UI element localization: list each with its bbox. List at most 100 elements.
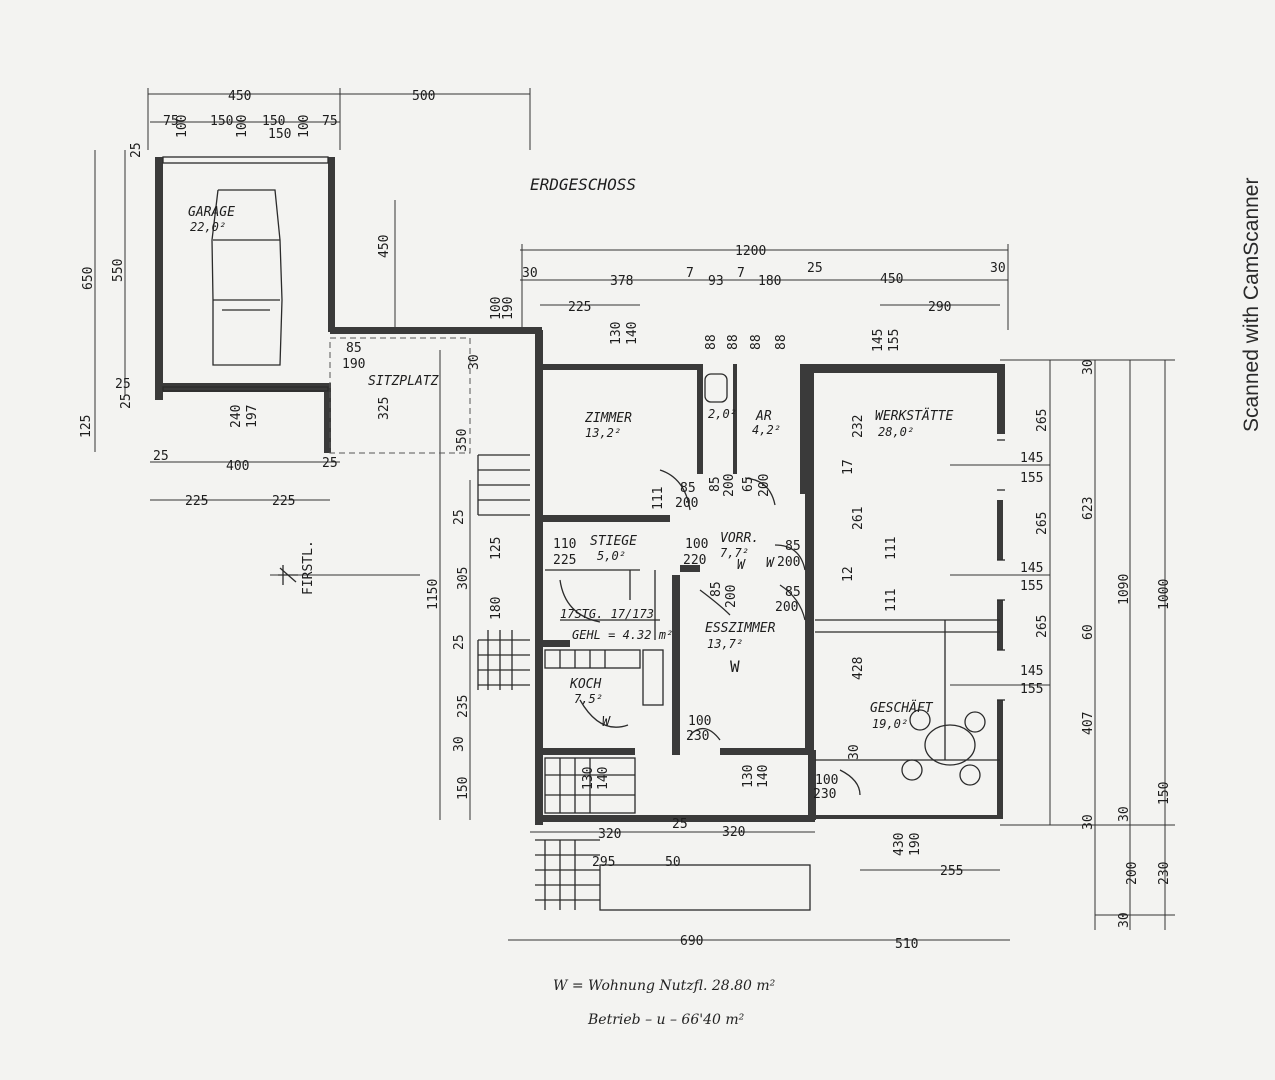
- room-stiege-name: STIEGE: [590, 534, 637, 549]
- room-vorr-name: VORR.: [720, 531, 759, 546]
- dim-label: 230: [686, 729, 709, 744]
- dim-label: 7: [737, 266, 745, 281]
- dim-label: 111: [884, 589, 899, 612]
- dim-label: 25: [807, 261, 823, 276]
- room-geschaeft-area: 19,0²: [872, 717, 908, 731]
- dim-label: 200: [724, 585, 739, 608]
- dim-label: 200: [722, 474, 737, 497]
- dim-label: 265: [1035, 615, 1050, 638]
- dim-label: 150: [262, 114, 285, 129]
- dim-label: 225: [185, 494, 208, 509]
- dim-label: 25: [153, 449, 169, 464]
- dim-label: 145: [871, 329, 886, 352]
- dim-label: 25: [452, 509, 467, 525]
- dim-label: 240: [229, 405, 244, 428]
- dim-label: 230: [1157, 862, 1172, 885]
- dim-label: 88: [774, 334, 789, 350]
- watermark: Scanned with CamScanner: [1240, 178, 1263, 432]
- dim-label: 450: [228, 89, 251, 104]
- dim-label: 100: [297, 115, 312, 138]
- fixtures: [162, 156, 1005, 911]
- dim-label: 100: [175, 115, 190, 138]
- dim-label: 88: [726, 334, 741, 350]
- dim-label: 510: [895, 937, 918, 952]
- room-vorr-area: 7,7²: [720, 546, 749, 560]
- title-block: ERDGESCHOSS: [530, 175, 636, 194]
- dim-label: 100: [815, 773, 838, 788]
- dim-label: 85: [785, 585, 801, 600]
- room-garage-name: GARAGE: [188, 205, 235, 220]
- room-koch-area: 7,5²: [574, 692, 603, 706]
- dim-label: 100: [685, 537, 708, 552]
- dim-label: 450: [377, 235, 392, 258]
- dim-label: 130: [581, 767, 596, 790]
- dim-label: 235: [456, 695, 471, 718]
- walls: [155, 157, 1005, 825]
- dim-label: 430: [892, 833, 907, 856]
- dim-label: 305: [456, 567, 471, 590]
- dim-label: 30: [847, 744, 862, 760]
- dim-label: 75: [163, 114, 179, 129]
- dim-label: 230: [813, 787, 836, 802]
- dim-label: 30: [1081, 814, 1096, 830]
- dim-label: 12: [841, 566, 856, 582]
- dim-label: 85: [785, 539, 801, 554]
- dim-label: 1150: [426, 579, 441, 610]
- dim-label: 190: [501, 297, 516, 320]
- dim-label: 320: [722, 825, 745, 840]
- dim-label: 7: [686, 266, 694, 281]
- dim-label: 100: [688, 714, 711, 729]
- dim-label: 650: [81, 267, 96, 290]
- dim-label: 85: [709, 581, 724, 597]
- dim-label: 190: [342, 357, 365, 372]
- dim-label: 111: [651, 487, 666, 510]
- plan-marks: W W W W FIRSTL. 17STG. 17/173 GEHL = 4.3…: [301, 540, 775, 730]
- dim-label: 100: [489, 297, 504, 320]
- dim-label: 690: [680, 934, 703, 949]
- dim-label: 225: [568, 300, 591, 315]
- plan-title: ERDGESCHOSS: [530, 175, 636, 194]
- dim-label: 400: [226, 459, 249, 474]
- mark-stairs: 17STG. 17/173: [560, 607, 654, 621]
- dim-label: 265: [1035, 512, 1050, 535]
- dim-label: 150: [210, 114, 233, 129]
- dim-label: 155: [1020, 471, 1043, 486]
- dim-label: 30: [452, 736, 467, 752]
- room-sitzplatz-name: SITZPLATZ: [368, 374, 440, 389]
- mark-w-esszimmer: W: [730, 657, 740, 676]
- dim-label: 145: [1020, 561, 1043, 576]
- dim-label: 550: [111, 259, 126, 282]
- dim-label: 150: [456, 777, 471, 800]
- room-labels: GARAGE 22,0² SITZPLATZ ZIMMER 13,2² 2,0²…: [188, 205, 953, 731]
- mark-w-koch: W: [602, 715, 611, 730]
- dim-label: 200: [777, 555, 800, 570]
- dim-label: 30: [467, 354, 482, 370]
- dim-label: 30: [1117, 806, 1132, 822]
- room-wc-area: 2,0²: [708, 407, 737, 421]
- dim-label: 378: [610, 274, 633, 289]
- room-geschaeft-name: GESCHÄFT: [870, 700, 934, 716]
- dim-label: 25: [322, 456, 338, 471]
- dim-label: 220: [683, 553, 706, 568]
- dim-label: 200: [1125, 862, 1140, 885]
- dim-label: 25: [115, 377, 131, 392]
- room-garage-area: 22,0²: [190, 220, 226, 234]
- dim-label: 110: [553, 537, 576, 552]
- dim-label: 155: [887, 329, 902, 352]
- dim-label: 428: [851, 657, 866, 680]
- dim-label: 85: [708, 476, 723, 492]
- dim-label: 145: [1020, 664, 1043, 679]
- dim-label: 17: [841, 459, 856, 475]
- dim-label: 225: [272, 494, 295, 509]
- dim-label: 130: [609, 322, 624, 345]
- dim-label: 150: [268, 127, 291, 142]
- dim-label: 140: [596, 767, 611, 790]
- dim-label: 60: [1081, 624, 1096, 640]
- dim-label: 320: [598, 827, 621, 842]
- dim-label: 88: [704, 334, 719, 350]
- dimension-lines: [94, 88, 1175, 941]
- dim-label: 255: [940, 864, 963, 879]
- room-werkstaette-name: WERKSTÄTTE: [875, 408, 953, 424]
- dim-label: 65: [741, 476, 756, 492]
- dim-label: 350: [455, 429, 470, 452]
